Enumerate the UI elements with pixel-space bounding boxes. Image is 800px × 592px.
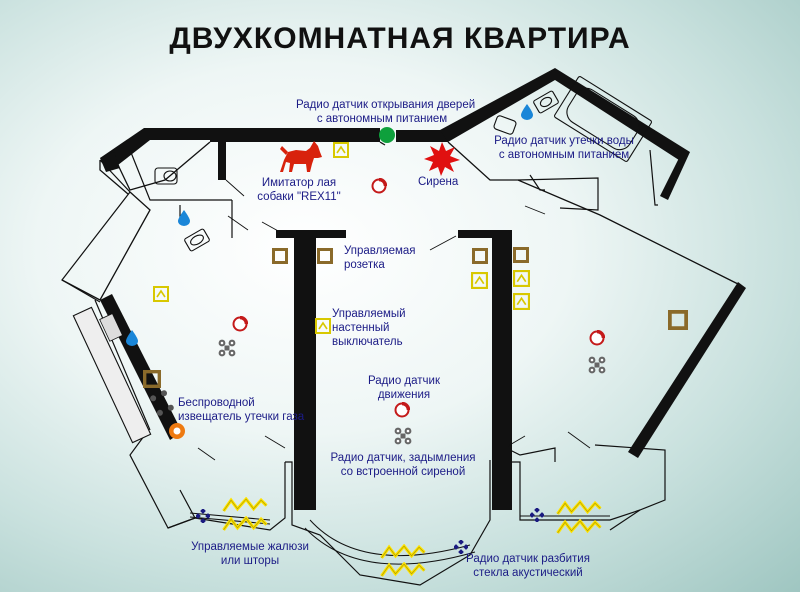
gas-sensor-label-line2: извещатель утечки газа bbox=[178, 411, 305, 423]
dog-icon bbox=[280, 141, 322, 172]
dog-imitator-label: Имитатор лая собаки "REX11" bbox=[254, 176, 344, 204]
bathroom-fixtures bbox=[154, 76, 652, 252]
gas-sensor-label: Беспроводной извещатель утечки газа bbox=[178, 396, 304, 424]
door-sensor-label: Радио датчик открывания дверей с автоном… bbox=[296, 98, 476, 126]
gas-sensor-label-line1: Беспроводной bbox=[178, 397, 255, 409]
socket-label: Управляемая розетка bbox=[344, 244, 416, 272]
motion-sensor-label: Радио датчик движения bbox=[352, 374, 456, 402]
socket-label-line2: розетка bbox=[344, 259, 385, 271]
glass-break-label: Радио датчик разбития стекла акустически… bbox=[458, 552, 598, 580]
thin-walls bbox=[61, 144, 666, 586]
water-sensor-label-line2: с автономным питанием bbox=[498, 149, 630, 161]
page-title: ДВУХКОМНАТНАЯ КВАРТИРА bbox=[169, 22, 631, 55]
dog-imitator-label-line1: Имитатор лая bbox=[261, 177, 337, 189]
door-sensor-label-line2: с автономным питанием bbox=[316, 113, 448, 125]
motion-sensor-label-line1: Радио датчик bbox=[368, 375, 440, 387]
smoke-sensor-label-line1: Радио датчик, задымления bbox=[330, 452, 476, 464]
dog-imitator-label-line2: собаки "REX11" bbox=[257, 191, 341, 203]
smoke-sensor-label-line2: со встроенной сиреной bbox=[340, 466, 466, 478]
socket-label-line1: Управляемая bbox=[344, 245, 416, 257]
glass-break-label-line2: стекла акустический bbox=[473, 567, 583, 579]
blinds-label: Управляемые жалюзи или шторы bbox=[188, 540, 312, 568]
kitchen bbox=[72, 306, 174, 444]
water-sensor-label-line1: Радио датчик утечки воды bbox=[494, 135, 634, 147]
wall-switch-label-line2: настенный bbox=[332, 322, 390, 334]
wall-switch-label-line1: Управляемый bbox=[332, 308, 406, 320]
blinds-label-line1: Управляемые жалюзи bbox=[191, 541, 309, 553]
wall-switch-label-line3: выключатель bbox=[332, 336, 403, 348]
door-sensor-label-line1: Радио датчик открывания дверей bbox=[296, 99, 476, 111]
motion-sensor-label-line2: движения bbox=[377, 389, 431, 401]
smoke-sensor-label: Радио датчик, задымления со встроенной с… bbox=[323, 451, 483, 479]
glass-break-label-line1: Радио датчик разбития bbox=[466, 553, 590, 565]
door-swings bbox=[197, 179, 591, 461]
water-sensor-label: Радио датчик утечки воды с автономным пи… bbox=[494, 134, 634, 162]
siren-label: Сирена bbox=[418, 176, 459, 188]
wall-switch-label: Управляемый настенный выключатель bbox=[332, 307, 406, 349]
thick-walls bbox=[100, 68, 746, 510]
blinds-label-line2: или шторы bbox=[220, 555, 280, 567]
door-sensor-icon bbox=[379, 127, 395, 143]
room-outline bbox=[61, 141, 741, 301]
gas-detector-icon bbox=[169, 423, 185, 439]
siren-icon bbox=[424, 142, 460, 176]
